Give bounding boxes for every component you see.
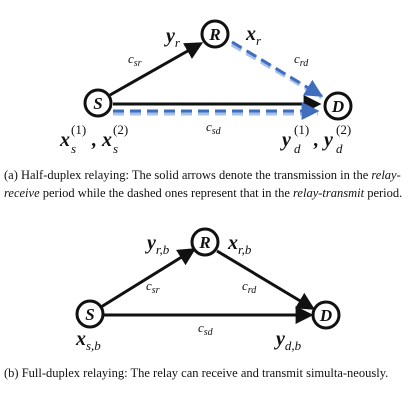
yd1-sub: d [294, 141, 301, 156]
caption-a-suffix: period. [364, 186, 403, 200]
edge-r-to-d-dashed-line [231, 40, 324, 97]
xs1-base: x [59, 129, 70, 151]
comma-2: , [313, 129, 319, 151]
edge-s-to-r [109, 42, 204, 97]
xs2-base: x [101, 129, 112, 151]
node-s-label-b: S [85, 305, 94, 324]
yd2-base: y [322, 129, 333, 151]
xs1-sub: s [71, 141, 76, 156]
label-y-rb: yr,b [145, 232, 170, 257]
diagram-b: S R D yr,b xr,b csr crd csd xs,b yd,b [75, 227, 341, 353]
label-x-r: xr [245, 23, 262, 48]
label-c-rd-a: crd [294, 51, 309, 69]
label-x-sb: xs,b [75, 328, 101, 353]
node-d-label-b: D [319, 306, 332, 325]
caption-a-prefix: (a) Half-duplex relaying: The solid arro… [4, 168, 372, 182]
comma-1: , [91, 129, 97, 151]
xs2-sup: (2) [113, 122, 128, 137]
label-x-rb: xr,b [227, 232, 252, 257]
label-source-signals: x (1) s , x (2) s [59, 122, 128, 156]
label-destination-signals: y (1) d , y (2) d [280, 122, 351, 156]
yd1-base: y [280, 129, 291, 151]
label-c-rd-b: crd [242, 278, 257, 296]
caption-a-em2: relay-transmit [293, 186, 365, 200]
node-s-label: S [93, 94, 102, 113]
label-c-sd-a: csd [206, 119, 222, 137]
node-d-label: D [331, 97, 344, 116]
xs2-sub: s [113, 141, 118, 156]
yd1-sup: (1) [294, 122, 309, 137]
xs1-sup: (1) [71, 122, 86, 137]
node-d-b: D [311, 300, 341, 330]
label-c-sd-b: csd [198, 320, 214, 338]
node-s-b: S [75, 299, 105, 329]
yd2-sup: (2) [336, 122, 351, 137]
caption-a-mid: period while the dashed ones represent t… [39, 186, 294, 200]
node-s-a: S [83, 88, 113, 118]
label-y-db: yd,b [274, 328, 302, 353]
node-r-label-b: R [198, 233, 210, 252]
label-y-r: yr [164, 25, 181, 50]
caption-a-em1: relay-receive [4, 168, 401, 200]
label-c-sr-a: csr [128, 51, 142, 69]
caption-b-text: (b) Full-duplex relaying: The relay can … [4, 366, 389, 380]
diagram-a: S R D yr xr csr crd csd x [59, 19, 353, 156]
label-c-sr-b: csr [146, 278, 160, 296]
node-r-label: R [208, 25, 220, 44]
node-d-a: D [323, 91, 353, 121]
yd2-sub: d [336, 141, 343, 156]
node-r-b: R [190, 227, 220, 257]
node-r-a: R [200, 19, 230, 49]
caption-a: (a) Half-duplex relaying: The solid arro… [4, 166, 410, 202]
caption-b: (b) Full-duplex relaying: The relay can … [4, 364, 410, 382]
edge-s-to-r-b [100, 248, 197, 309]
edge-r-to-d-b [216, 249, 316, 310]
